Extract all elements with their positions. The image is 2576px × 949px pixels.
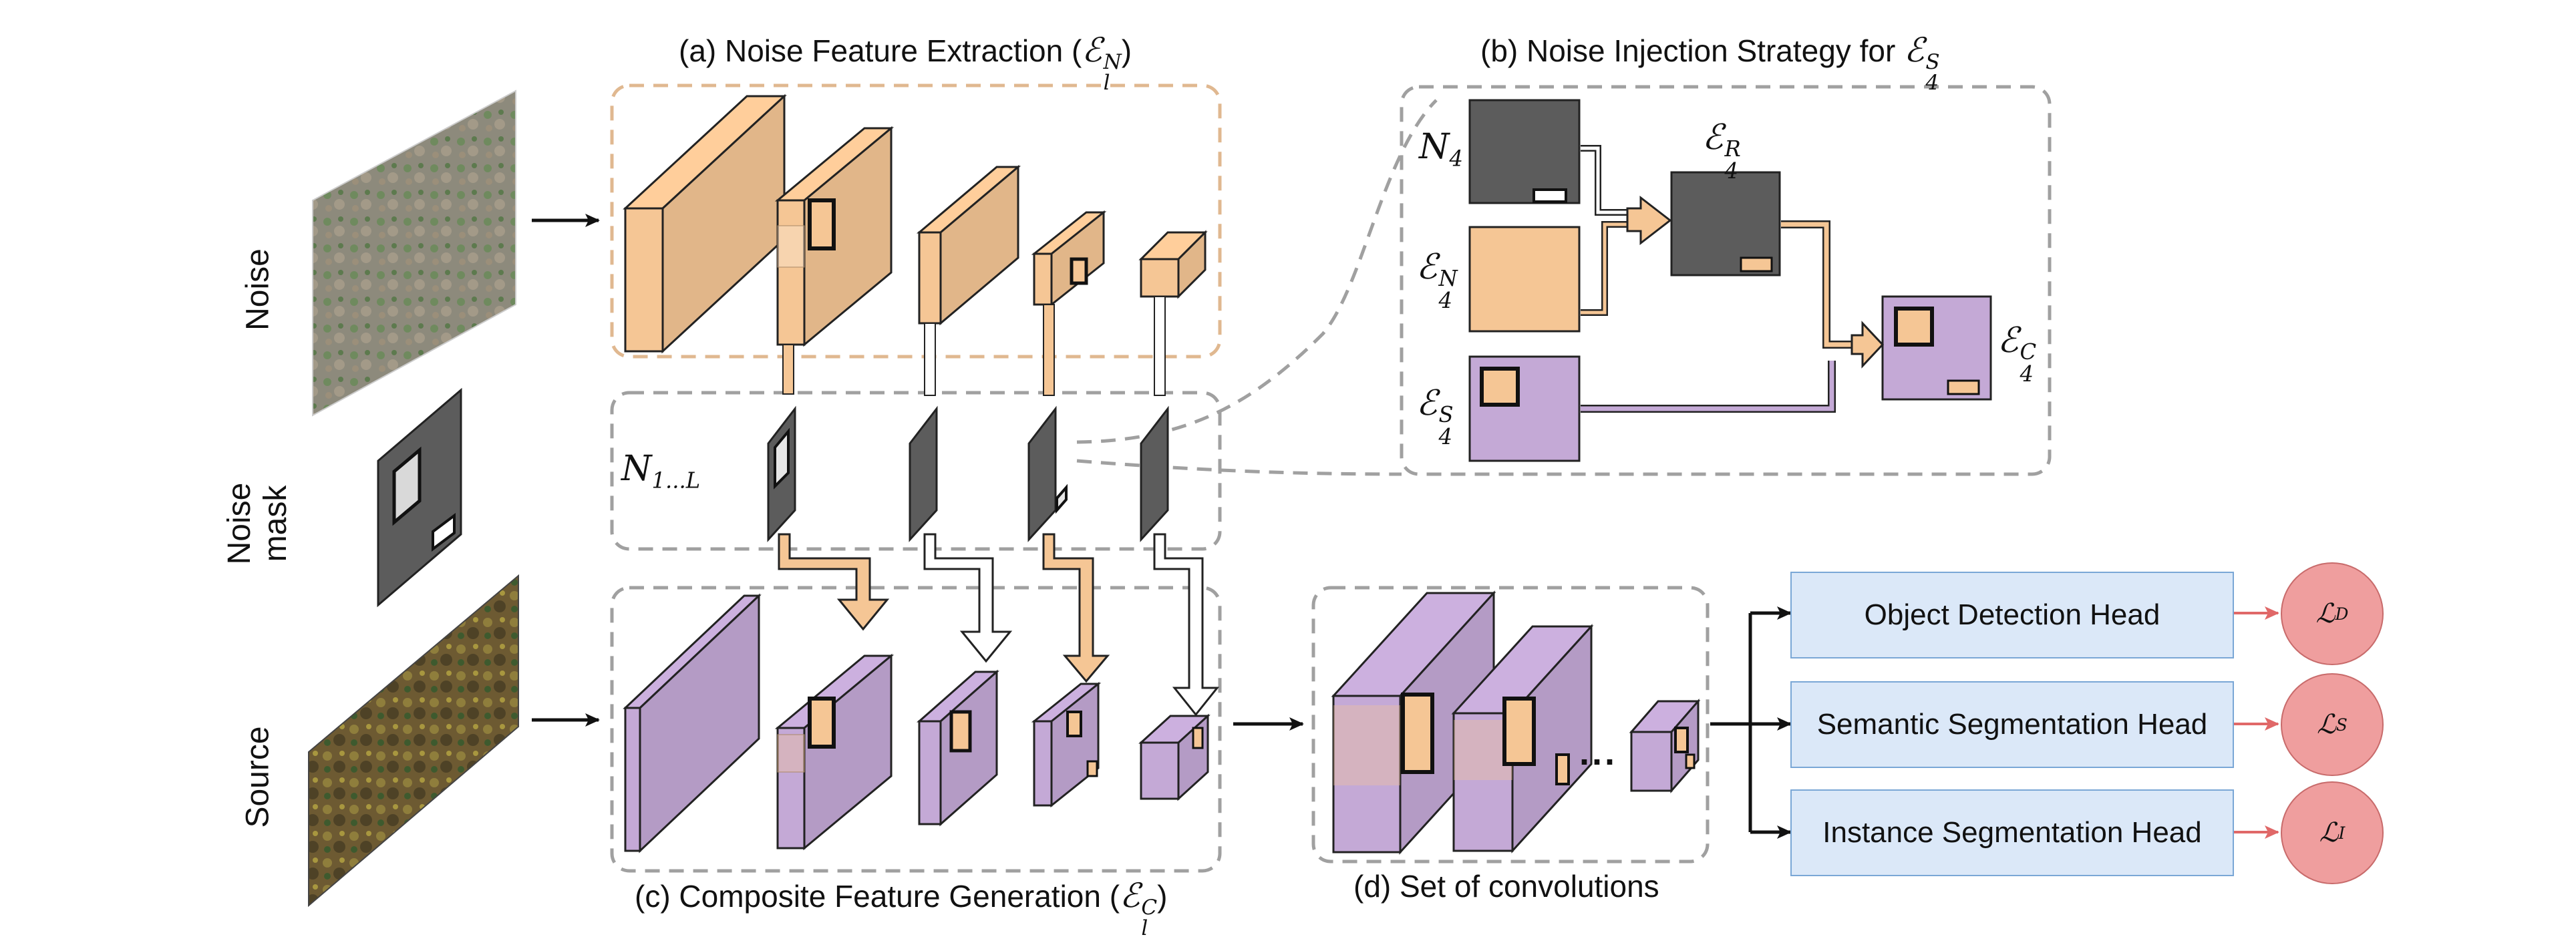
noise-block-2-front (778, 200, 804, 345)
zoom-connector-upper (1077, 100, 1436, 442)
composite-block-2-patch (810, 699, 834, 747)
pipe-3 (1043, 305, 1054, 395)
noise-block-1 (625, 96, 784, 351)
conv-block-2-patch-small (1557, 755, 1569, 784)
mask-slice-3 (1029, 409, 1066, 540)
pipe-2 (925, 323, 935, 395)
noise-block-3 (919, 167, 1018, 323)
mask-slice-4-plane (1141, 409, 1168, 540)
e4r-connector-outline (1781, 224, 1855, 345)
composite-feature-blocks (625, 596, 1208, 851)
caption-d: (d) Set of convolutions (1353, 868, 1659, 904)
instance-segmentation-head: Instance Segmentation Head (1790, 789, 2234, 876)
mask-slice-2 (910, 409, 937, 540)
composite-block-4-patch (1068, 712, 1081, 736)
noise-block-3-front (919, 232, 941, 323)
head-branch-lines (1710, 613, 1790, 832)
n4-connector (1581, 148, 1630, 212)
convolution-ellipsis: ... (1579, 732, 1617, 773)
conv-block-1-patch (1403, 695, 1432, 772)
conv-block-3-front (1631, 732, 1671, 791)
source-row-label: Source (240, 724, 277, 831)
noise-feature-blocks (625, 96, 1205, 351)
label-n4: N4 (1419, 127, 1463, 171)
loss-arrows (2233, 613, 2278, 832)
conv-block-1-band (1333, 705, 1400, 785)
source-image (309, 576, 518, 906)
mask-slice-1 (768, 409, 795, 540)
e4s-connector (1581, 361, 1832, 409)
e4n-connector (1581, 224, 1630, 313)
inject-arrow-4 (1154, 534, 1217, 715)
composite-block-2-band (778, 735, 804, 772)
noise-mask-label-line2: mask (258, 470, 294, 577)
semantic-segmentation-head: Semantic Segmentation Head (1790, 681, 2234, 768)
noise-mask-slices (768, 409, 1168, 540)
e4n-square (1470, 227, 1579, 331)
composite-block-3-patch (951, 712, 970, 751)
composite-block-3-front (919, 721, 941, 824)
noise-block-2-patch (810, 200, 834, 248)
zoom-connector-lower (1077, 461, 1402, 474)
mask-slice-2-plane (910, 409, 937, 540)
composite-block-4-patch-small (1088, 761, 1097, 776)
combine-arrow (1627, 198, 1670, 243)
noise-mask-label-line1: Noise (222, 470, 258, 577)
mask-slice-3-plane (1029, 409, 1056, 540)
e4r-connector (1781, 224, 1855, 345)
composite-block-4-front (1034, 721, 1052, 805)
noise-block-4 (1034, 212, 1104, 305)
noise-block-1-front (625, 208, 663, 351)
noise-masks-label: N1...L (621, 449, 700, 493)
pipe-1 (783, 345, 794, 394)
noise-row-label: Noise (240, 243, 277, 337)
convolution-blocks (1333, 593, 1698, 852)
conv-block-3-patch (1675, 728, 1687, 752)
n4-hole (1534, 190, 1566, 202)
e4s-patch (1482, 369, 1518, 405)
n4-connector-outline (1581, 148, 1630, 212)
noise-block-4-patch (1072, 259, 1086, 283)
noise-mask-row-label: Noise mask (222, 470, 294, 577)
inject-arrow-3 (1043, 534, 1108, 681)
inject-arrow-2 (925, 534, 1010, 661)
mask-slice-3-hole-0 (1057, 488, 1066, 510)
composite-block-5-front (1141, 743, 1178, 799)
composite-block-1-front (625, 708, 640, 851)
composite-block-1 (625, 596, 759, 851)
conv-block-3-patch-small (1686, 755, 1694, 768)
pipe-4 (1154, 297, 1165, 395)
n4-square (1470, 100, 1579, 203)
e4c-patch (1896, 309, 1932, 345)
object-detection-head: Object Detection Head (1790, 572, 2234, 658)
e4s-connector-outline (1581, 361, 1832, 409)
noise-block-5-front (1141, 259, 1178, 297)
e4c-patch-small (1948, 381, 1979, 394)
conv-block-2-patch (1504, 699, 1534, 764)
noise-block-2-band (778, 226, 804, 267)
to-composite-arrow (1852, 323, 1883, 366)
caption-c-text: (c) Composite Feature Generation ( (635, 879, 1120, 914)
caption-b-text: (b) Noise Injection Strategy for (1480, 33, 1904, 68)
noise-block-4-front (1034, 254, 1052, 305)
composite-block-1-side (640, 596, 759, 851)
mask-slice-4 (1141, 409, 1168, 540)
noise-image (313, 91, 516, 415)
caption-a-text: (a) Noise Feature Extraction ( (679, 33, 1082, 68)
e4r-patch (1741, 258, 1772, 271)
composite-block-5-patch (1193, 728, 1202, 748)
noise-block-5 (1141, 232, 1205, 297)
composite-block-4 (1034, 684, 1098, 805)
